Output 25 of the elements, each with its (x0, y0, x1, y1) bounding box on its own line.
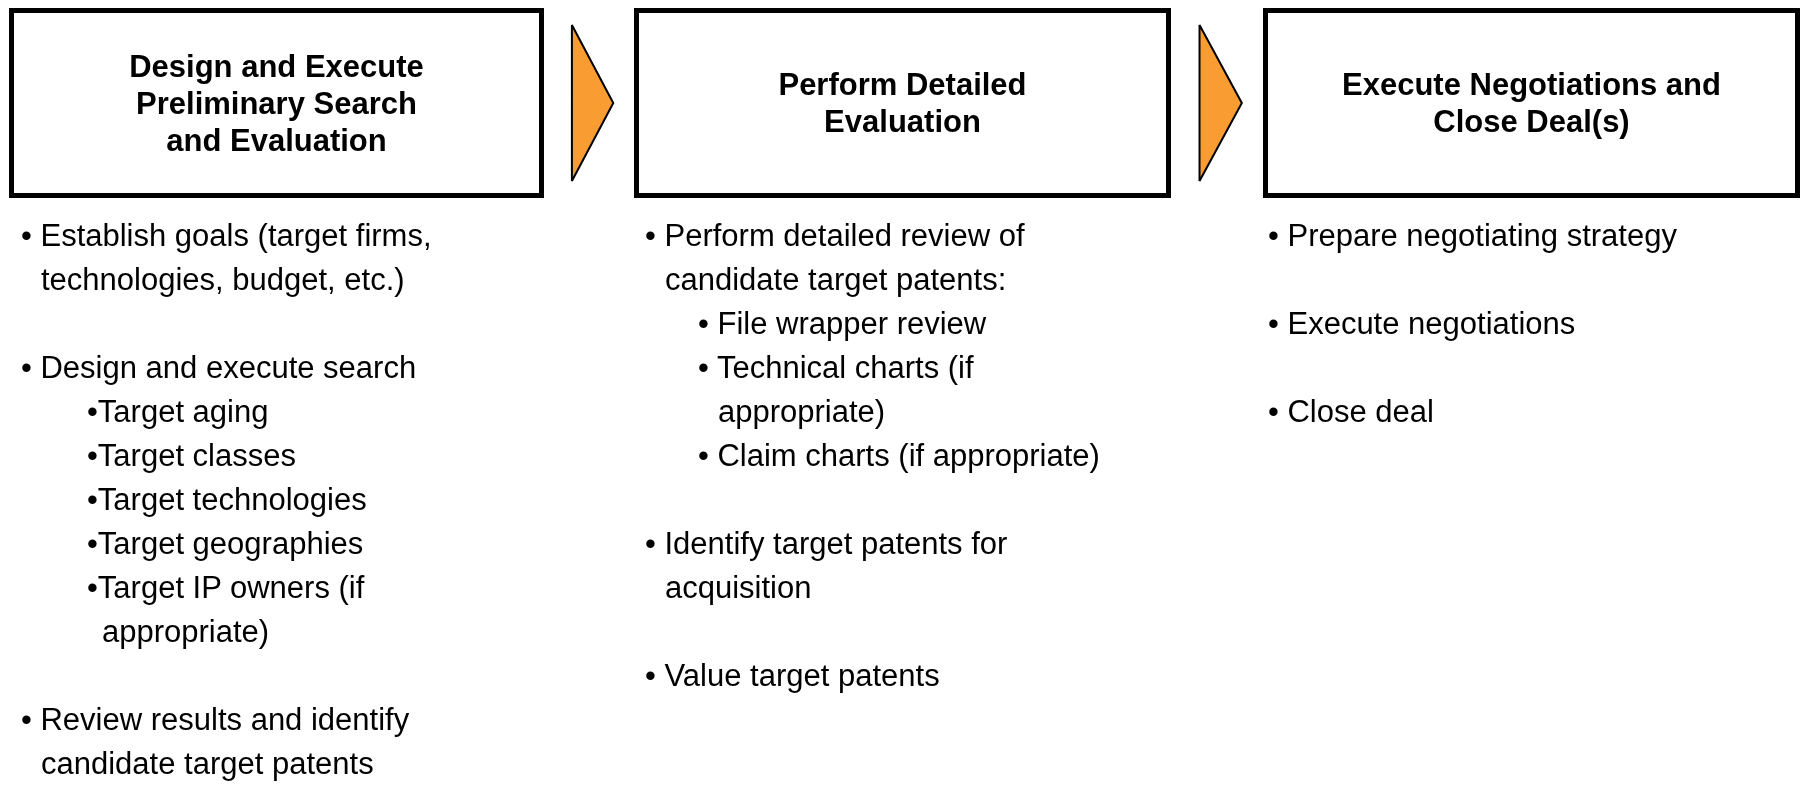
bullet-item: •Target IP owners (if appropriate) (87, 569, 366, 651)
bullet-item: • Close deal (1268, 393, 1435, 431)
bullet-item: • Technical charts (if appropriate) (698, 349, 975, 431)
bullet-item: • Design and execute search (21, 349, 418, 387)
bullet-item: • Claim charts (if appropriate) (698, 437, 1101, 475)
bullet-item: •Target technologies (87, 481, 368, 519)
bullet-item: •Target aging (87, 393, 270, 431)
bullet-item: • Establish goals (target firms, technologies, budget, etc.) (21, 217, 433, 299)
bullet-item: • Prepare negotiating strategy (1268, 217, 1678, 255)
bullet-item: • Identify target patents for acquisition (645, 525, 1009, 607)
bullet-item: • Execute negotiations (1268, 305, 1577, 343)
bullet-item: • Value target patents (645, 657, 941, 695)
bullet-item: • Review results and identify candidate target patents (21, 701, 411, 783)
bullet-item: • Perform detailed review of candidate target patents: (645, 217, 1026, 299)
step-title: Design and Execute Preliminary Search and Evaluation (128, 47, 425, 159)
chevron-arrow (1198, 24, 1243, 182)
step-box (9, 8, 544, 198)
bullet-item: •Target classes (87, 437, 297, 475)
step-title: Perform Detailed Evaluation (777, 66, 1028, 140)
step-box (634, 8, 1171, 198)
bullet-item: • File wrapper review (698, 305, 988, 343)
step-title: Execute Negotiations and Close Deal(s) (1341, 66, 1722, 140)
bullet-item: •Target geographies (87, 525, 365, 563)
step-box (1263, 8, 1800, 198)
chevron-arrow (570, 24, 615, 182)
